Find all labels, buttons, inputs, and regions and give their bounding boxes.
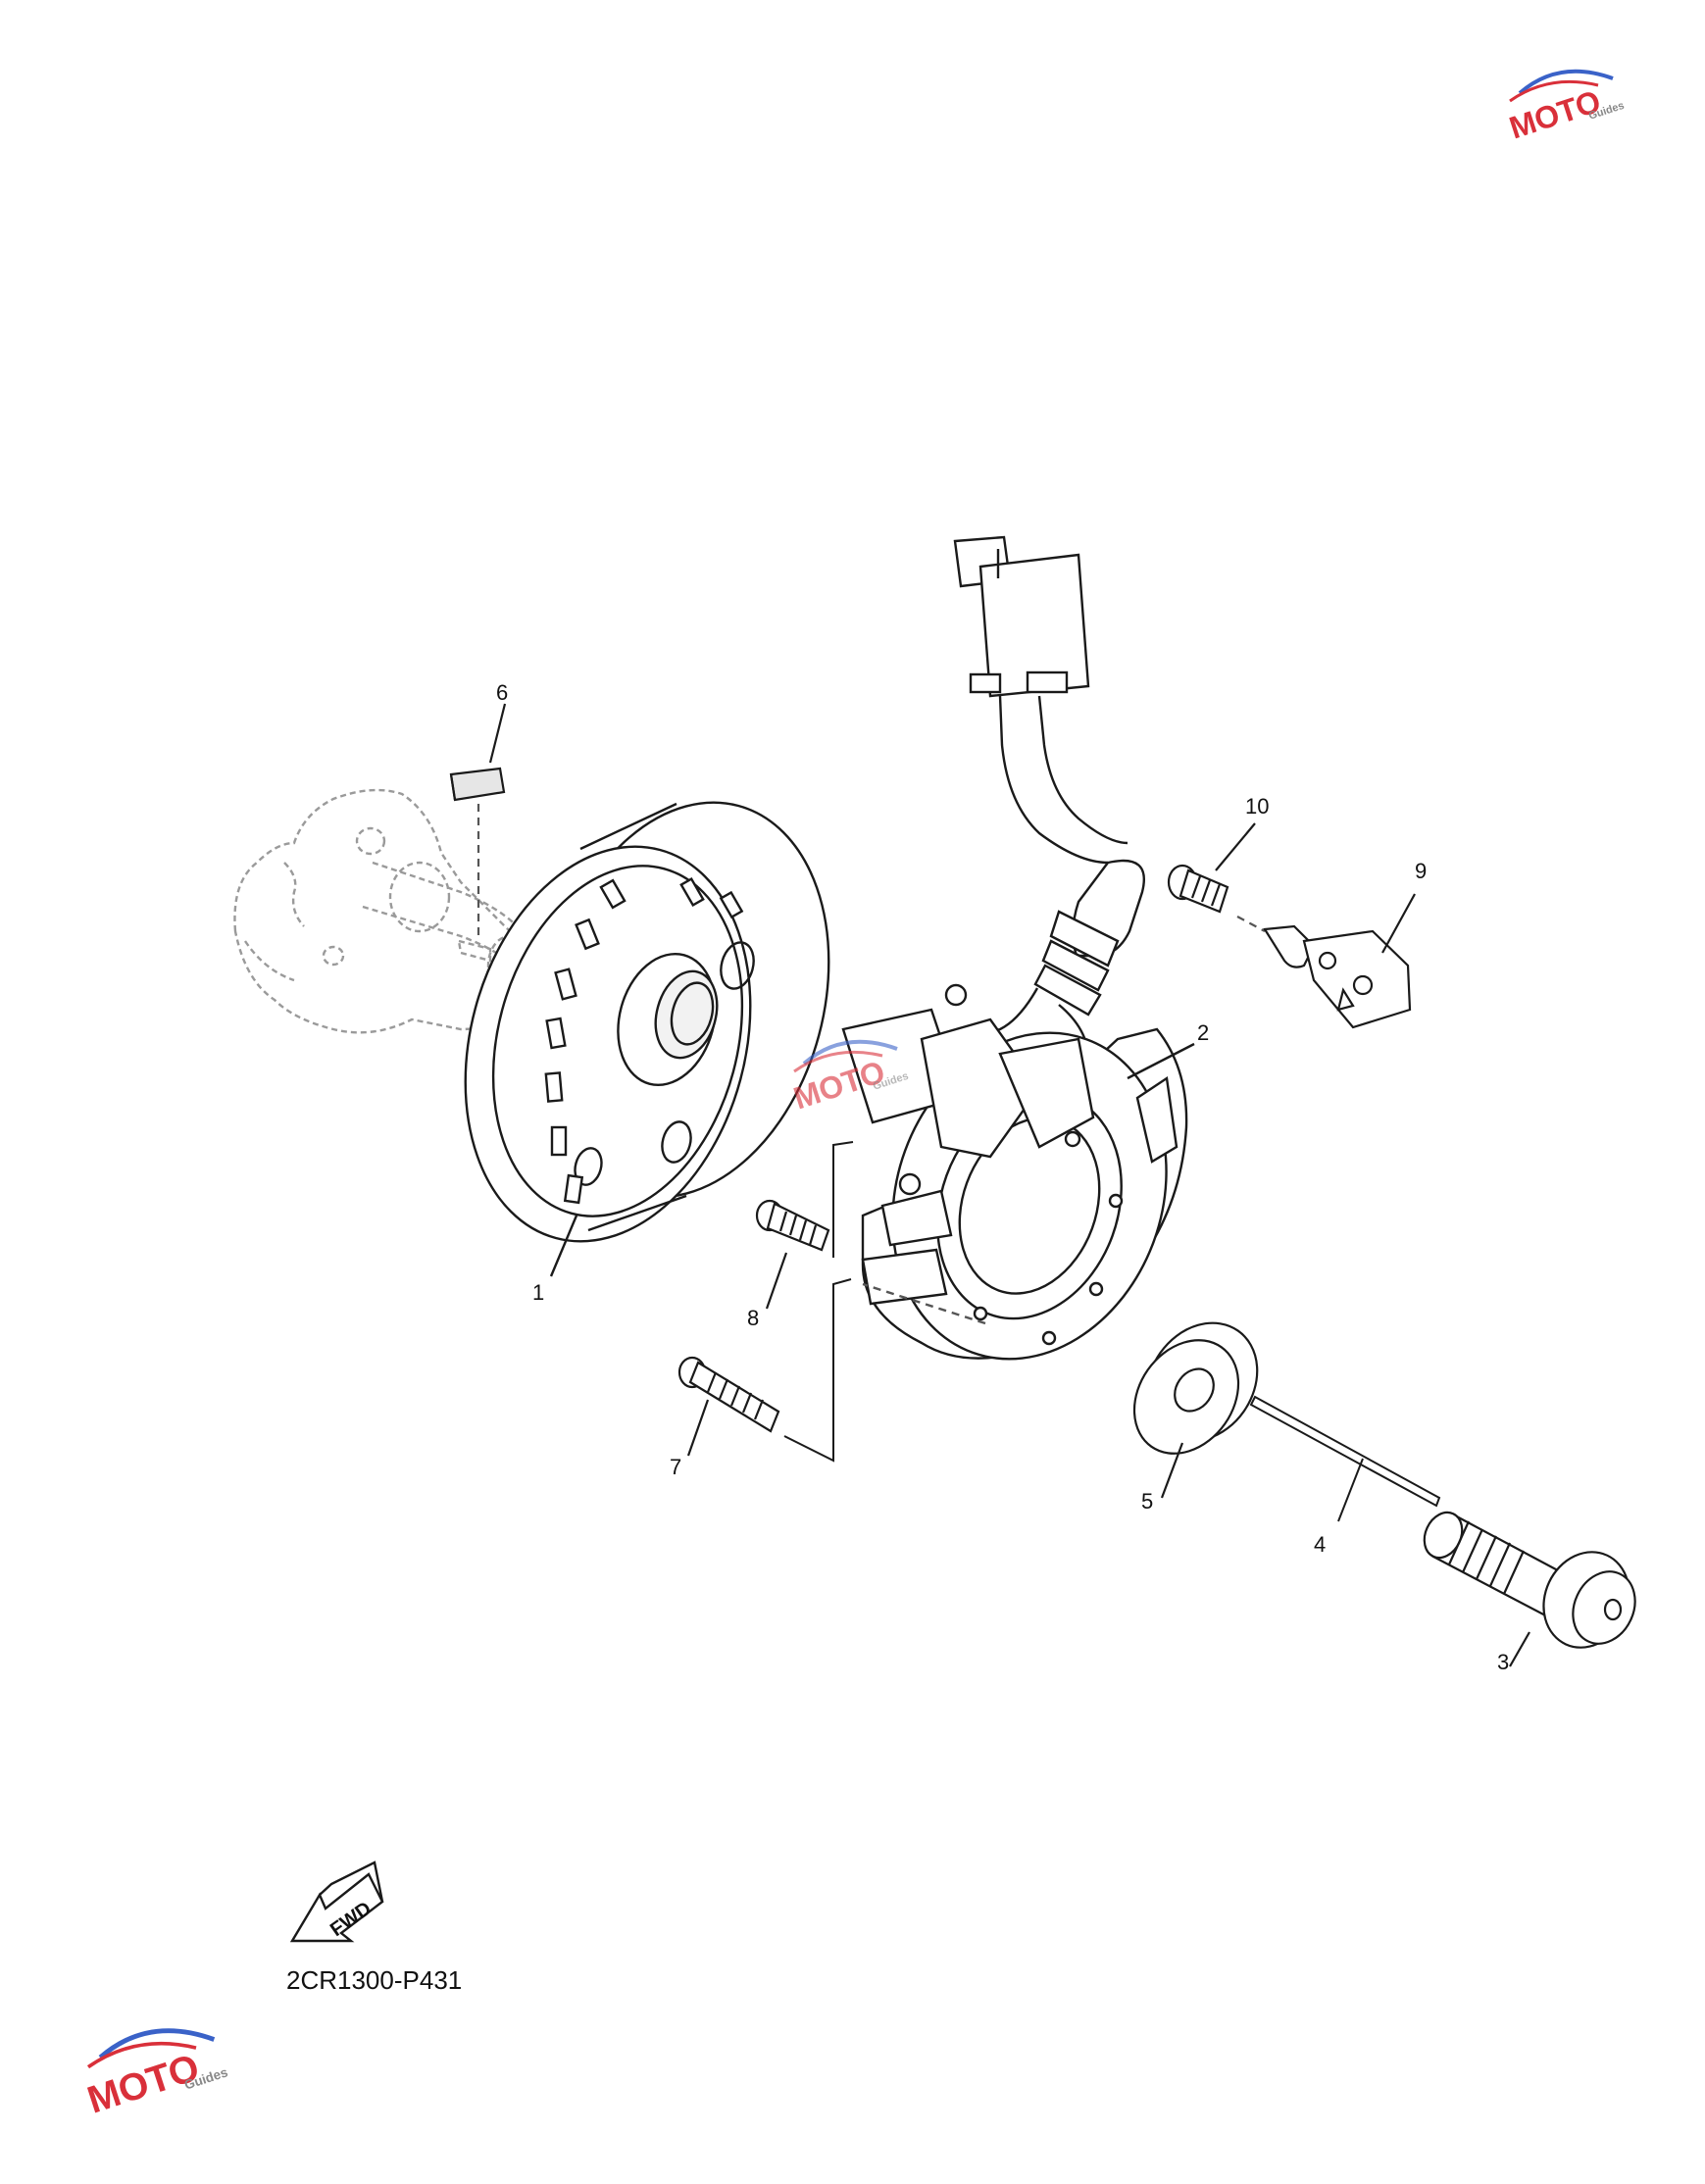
clamp-bracket-part-9 (1263, 893, 1416, 1029)
callout-6: 6 (496, 680, 509, 705)
flywheel-rotor-part-1 (464, 801, 830, 1277)
screw-part-8 (755, 1199, 830, 1310)
woodruff-key-part-6 (449, 703, 507, 936)
callout-7: 7 (670, 1455, 682, 1479)
callout-2: 2 (1197, 1020, 1210, 1045)
diagram-code: 2CR1300-P431 (286, 1965, 463, 1995)
screw-alignment-lines (783, 1141, 854, 1463)
callout-8: 8 (747, 1306, 760, 1330)
screw-part-7 (677, 1356, 780, 1457)
callout-5: 5 (1141, 1489, 1154, 1514)
watermark-logo-bottom-left: MOTO Guides (82, 2028, 229, 2117)
washer-part-5 (1132, 1321, 1259, 1499)
stator-assembly-part-2 (841, 983, 1195, 1361)
callout-9: 9 (1415, 859, 1428, 883)
flange-bolt-part-3 (1423, 1511, 1636, 1667)
watermark-logo-center: MOTO Guides (789, 1039, 910, 1113)
watermark-logo-top-right: MOTO Guides (1505, 69, 1626, 142)
forward-arrow-icon (289, 1861, 384, 1943)
lead-wire-part-4 (1249, 1395, 1441, 1522)
callout-1: 1 (532, 1280, 545, 1305)
callout-4: 4 (1314, 1532, 1327, 1557)
callout-3: 3 (1497, 1650, 1510, 1674)
bolt-part-10 (1167, 822, 1266, 932)
callout-10: 10 (1245, 794, 1270, 819)
